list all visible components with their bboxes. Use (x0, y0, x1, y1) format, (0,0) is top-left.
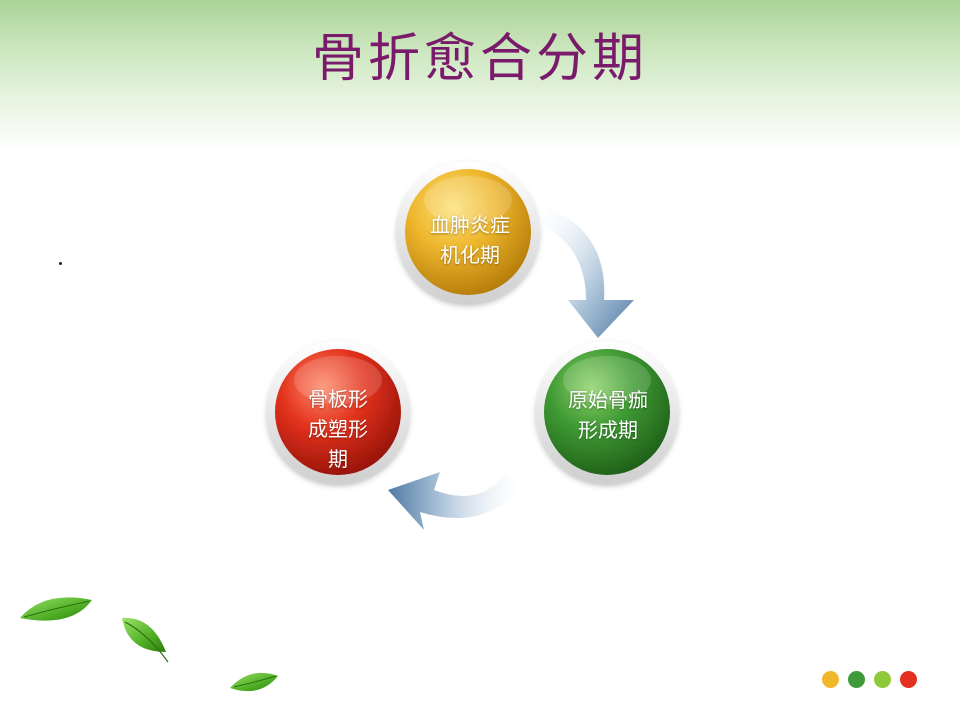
arrow-stage1-to-stage2 (540, 208, 634, 338)
decor-dot (822, 671, 839, 688)
header-band (0, 0, 960, 150)
stray-dot (59, 262, 62, 265)
decor-dots (822, 671, 917, 688)
leaf-icon (230, 672, 278, 692)
decor-dot (848, 671, 865, 688)
arrow-stage2-to-stage3 (388, 472, 522, 530)
leaf-icon (122, 617, 169, 663)
stage-circle-3 (267, 341, 409, 483)
stage-label-1[interactable]: 血肿炎症 机化期 (430, 213, 510, 267)
stage-circle-2 (536, 341, 678, 483)
decor-dot (900, 671, 917, 688)
stage-label-2[interactable]: 原始骨痂 形成期 (568, 388, 648, 442)
stage-label-3[interactable]: 骨板形 成塑形 期 (308, 387, 368, 471)
stage-circle-1 (397, 161, 539, 303)
decor-dot (874, 671, 891, 688)
leaf-icon (20, 597, 92, 621)
leaves-decoration (20, 597, 278, 692)
slide-title[interactable]: 骨折愈合分期 (311, 29, 648, 89)
